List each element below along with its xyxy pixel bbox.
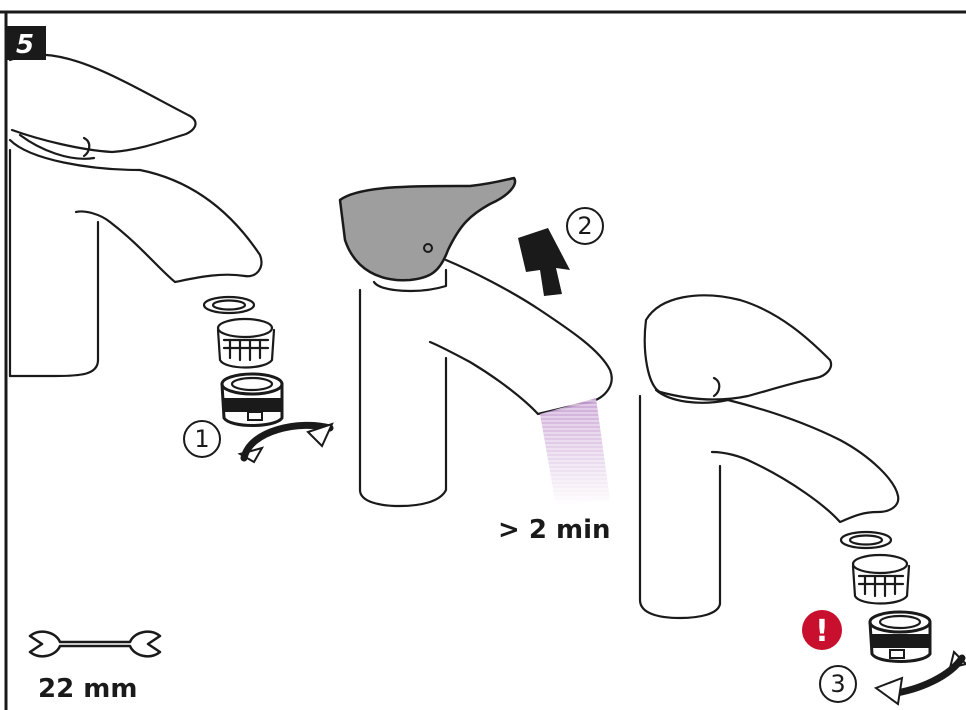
faucet-left: [10, 55, 261, 376]
duration-label: > 2 min: [498, 515, 611, 545]
wrench-icon: [30, 632, 160, 657]
callout-2: 2: [567, 208, 603, 244]
lever-raised: [340, 178, 515, 280]
warning-symbol: !: [815, 614, 829, 649]
arrow-up-icon: [518, 228, 570, 296]
aerator-parts-left: [204, 297, 282, 426]
water-stream: [540, 398, 610, 506]
wrench-size-label: 22 mm: [38, 674, 137, 704]
frame: [0, 12, 966, 710]
callout-1-number: 1: [194, 425, 209, 453]
warning-icon: !: [802, 610, 842, 650]
callout-3: 3: [820, 666, 856, 702]
callout-1: 1: [184, 421, 220, 457]
callout-2-number: 2: [577, 212, 592, 240]
callout-3-number: 3: [830, 670, 845, 698]
rotate-arrow-icon: [240, 424, 332, 462]
aerator-parts-right: [841, 532, 930, 662]
